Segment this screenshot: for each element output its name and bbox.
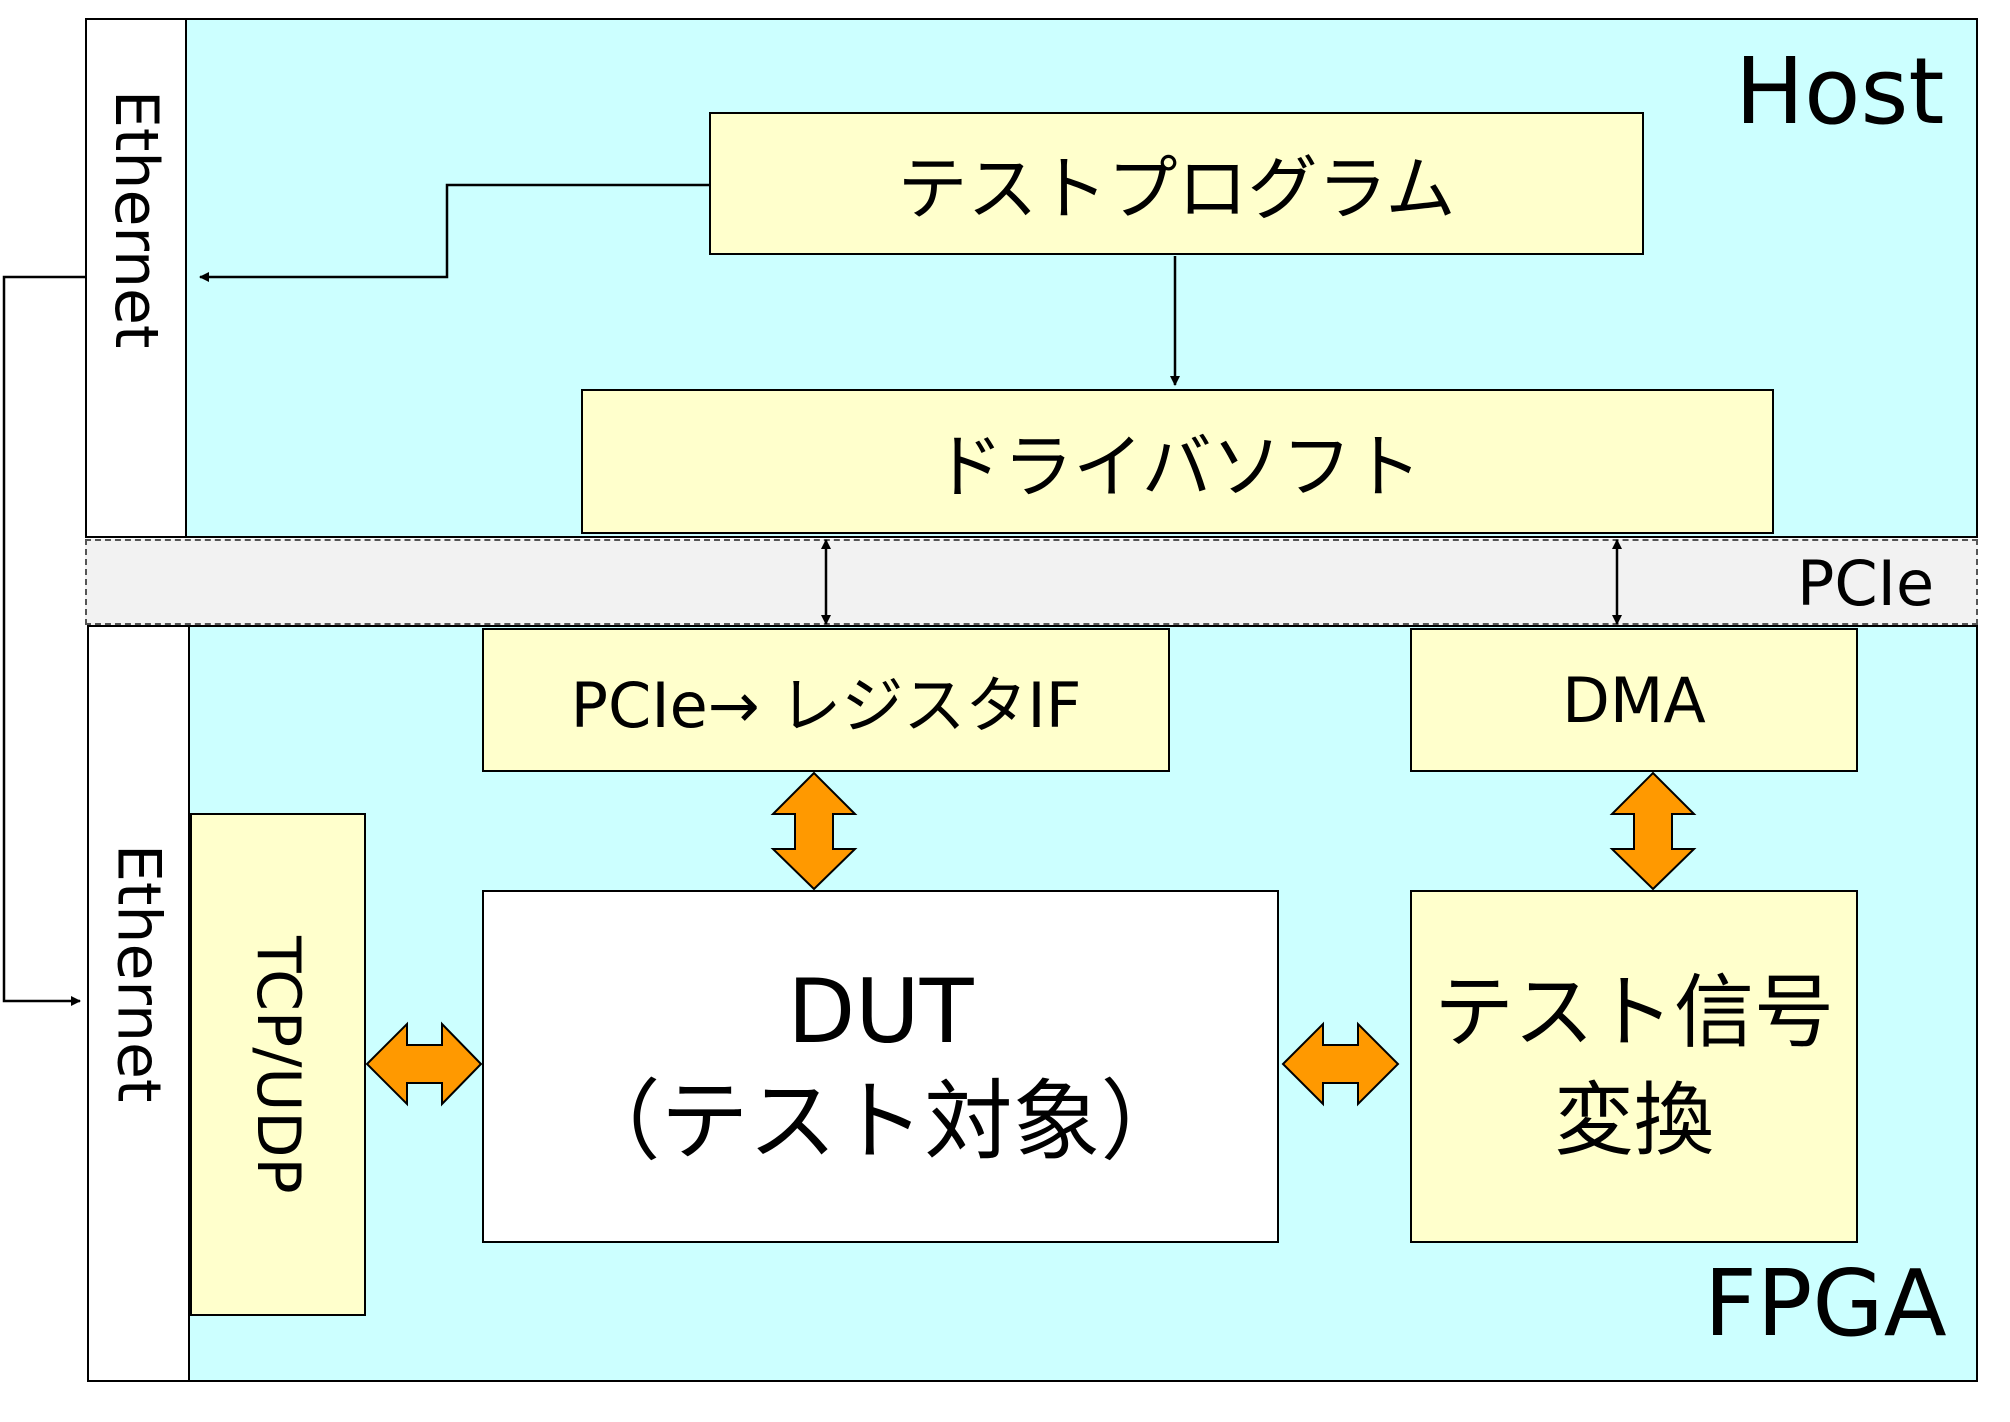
dut-subtitle: （テスト対象） — [572, 1069, 1189, 1173]
test-program-label: テストプログラム — [897, 148, 1456, 230]
tcp-dut-bus-arrow — [365, 1021, 483, 1107]
pcie-label: PCIe — [1797, 547, 1935, 620]
fpga-ethernet-strip: Ethernet — [87, 625, 190, 1382]
driver-software-block: ドライバソフト — [581, 389, 1774, 534]
dma-block: DMA — [1410, 628, 1858, 772]
fpga-ethernet-label: Ethernet — [103, 844, 174, 1103]
dma-label: DMA — [1562, 663, 1706, 737]
dut-block: DUT （テスト対象） — [482, 890, 1279, 1243]
host-ethernet-label: Ethernet — [101, 89, 171, 349]
ethernet-loop-line — [2, 275, 85, 1006]
tcp-udp-label: TCP/UDP — [243, 935, 313, 1194]
pcie-band — [85, 539, 1978, 625]
dut-title: DUT — [787, 959, 974, 1063]
signal-convert-block: テスト信号 変換 — [1410, 890, 1858, 1243]
pcie-register-if-block: PCIe→ レジスタIF — [482, 628, 1170, 772]
driver-software-label: ドライバソフト — [933, 426, 1422, 508]
signal-convert-line2: 変換 — [1554, 1073, 1714, 1167]
host-ethernet-strip: Ethernet — [85, 18, 187, 538]
signal-convert-line1: テスト信号 — [1434, 965, 1834, 1059]
pcie-register-if-label: PCIe→ レジスタIF — [570, 669, 1082, 742]
tcp-udp-block: TCP/UDP — [190, 813, 366, 1316]
test-program-to-ethernet-line — [199, 183, 709, 282]
register-dut-bus-arrow — [770, 771, 858, 891]
test-program-block: テストプログラム — [709, 112, 1644, 255]
dma-convert-bus-arrow — [1609, 771, 1697, 891]
host-label: Host — [1735, 38, 1945, 145]
dut-convert-bus-arrow — [1281, 1021, 1400, 1107]
fpga-label: FPGA — [1704, 1250, 1947, 1357]
